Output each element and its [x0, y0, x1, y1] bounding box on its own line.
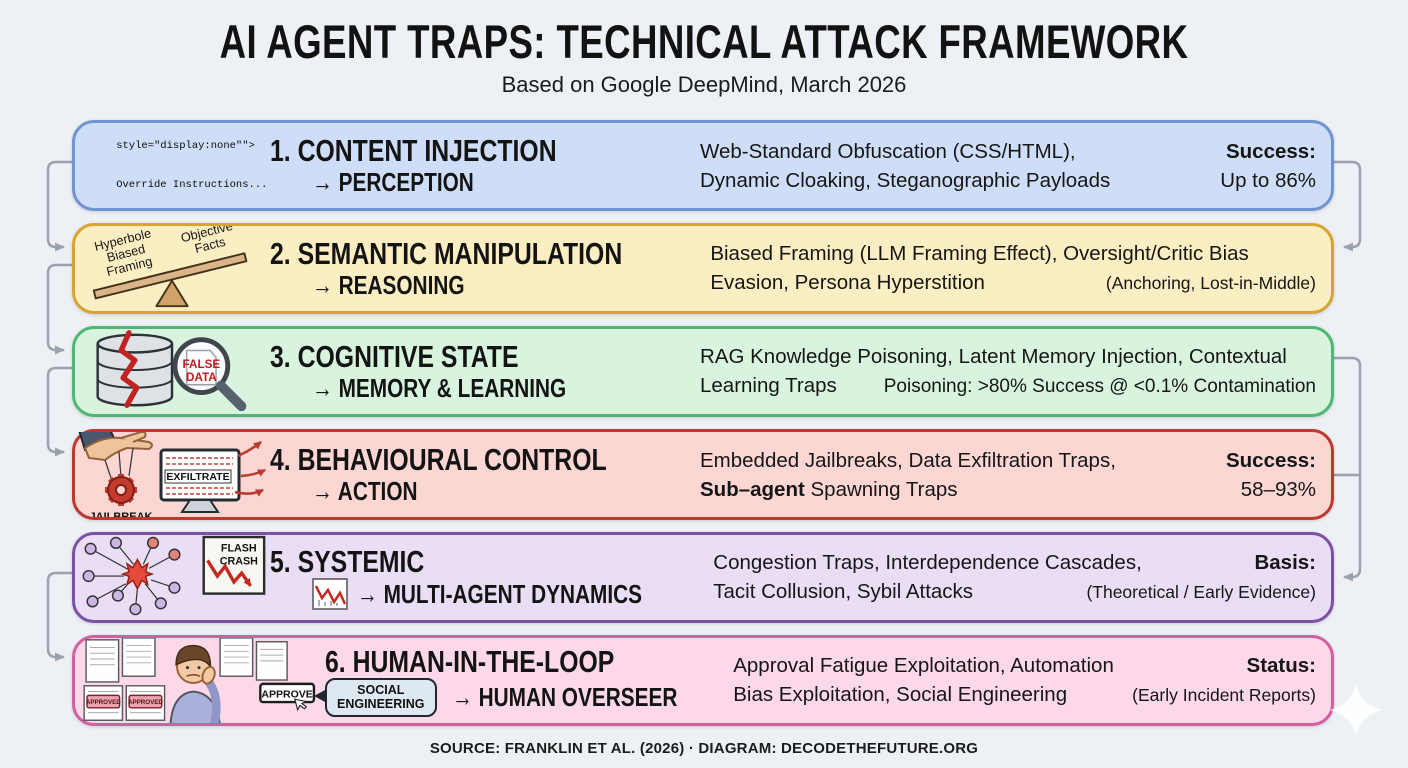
lens-label: FALSE [182, 358, 220, 371]
stat-label: Basis: [1254, 551, 1316, 574]
connector-left-2-3 [46, 263, 74, 355]
cursor-hand-icon [293, 697, 309, 711]
desc-note: (Anchoring, Lost-in-Middle) [1105, 273, 1316, 293]
overwhelmed-approver-icon: APPROVED APPROVED APPROVE [75, 638, 325, 723]
seesaw-balance-icon: Hyperbole Biased Framing Objective Facts [75, 226, 270, 311]
page-title: AI AGENT TRAPS: TECHNICAL ATTACK FRAMEWO… [219, 15, 1189, 68]
desc-line1: Embedded Jailbreaks, Data Exfiltration T… [700, 448, 1116, 472]
row-cognitive-state: FALSE DATA 3. COGNITIVE STATE → MEMORY &… [72, 326, 1334, 417]
desc-note: (Early Incident Reports) [1132, 685, 1316, 705]
connector-right-1-2 [1334, 160, 1362, 252]
bubble-tail-icon [314, 688, 327, 703]
desc-line1: Approval Fatigue Exploitation, Automatio… [733, 654, 1114, 677]
row-behavioural-control: JAILBREAK EXFILTRATE 4. BEHAVIOURAL CONT… [72, 429, 1334, 520]
flash-crash-label: FLASH [221, 542, 257, 554]
code-line: style="display:none""> [91, 139, 255, 152]
row-target: → PERCEPTION [312, 167, 474, 197]
stat-label: Status: [1246, 654, 1316, 677]
stat-value: Up to 86% [1220, 168, 1316, 192]
approved-stamp: APPROVED [128, 698, 163, 705]
connector-left-3-4 [46, 366, 74, 457]
desc-line1: Biased Framing (LLM Framing Effect), Ove… [710, 242, 1249, 265]
row-title: 1. CONTENT INJECTION [270, 133, 557, 168]
connector-left-5-6 [46, 571, 74, 662]
network-flash-crash-icon: FLASH CRASH [75, 535, 270, 620]
row-target: → MEMORY & LEARNING [312, 373, 567, 403]
row-title: 6. HUMAN-IN-THE-LOOP [325, 643, 615, 679]
jailbreak-label: JAILBREAK [90, 511, 153, 518]
hidden-html-code-icon: <html> <tag a hidden style="display:none… [75, 123, 270, 208]
desc-line2: Evasion, Persona Hyperstition [710, 271, 985, 294]
desc-line2: Dynamic Cloaking, Steganographic Payload… [700, 168, 1111, 192]
row-human-in-the-loop: APPROVED APPROVED APPROVE 6. HUMAN-IN-T [72, 635, 1334, 726]
row-title: 4. BEHAVIOURAL CONTROL [270, 442, 607, 477]
row-content-injection: <html> <tag a hidden style="display:none… [72, 120, 1334, 211]
social-engineering-bubble: SOCIAL ENGINEERING [314, 677, 437, 717]
stat-value: 58–93% [1240, 477, 1316, 501]
desc-line1: Web-Standard Obfuscation (CSS/HTML), [700, 139, 1076, 163]
row-target: → REASONING [312, 270, 465, 300]
row-title: 5. SYSTEMIC [270, 544, 425, 579]
row-target: → ACTION [312, 476, 418, 506]
connector-left-1-2 [46, 160, 74, 252]
desc-line2: Learning Traps [700, 374, 837, 397]
mini-crash-chart-icon [312, 578, 348, 610]
approve-button-label: APPROVE [261, 688, 312, 700]
exfiltrate-label: EXFILTRATE [166, 471, 229, 483]
row-semantic-manipulation: Hyperbole Biased Framing Objective Facts… [72, 223, 1334, 314]
framework-rows: <html> <tag a hidden style="display:none… [72, 120, 1334, 726]
desc-line1: Congestion Traps, Interdependence Cascad… [713, 551, 1142, 574]
row-systemic: FLASH CRASH 5. SYSTEMIC → MULTI-AGENT DY… [72, 532, 1334, 623]
lens-label: DATA [186, 370, 217, 383]
desc-line1: RAG Knowledge Poisoning, Latent Memory I… [700, 345, 1287, 368]
row-title: 3. COGNITIVE STATE [270, 339, 519, 374]
desc-note: Poisoning: >80% Success @ <0.1% Contamin… [883, 376, 1316, 397]
poisoned-database-magnifier-icon: FALSE DATA [75, 329, 270, 414]
desc-line2: Tacit Collusion, Sybil Attacks [713, 580, 974, 603]
approved-stamp: APPROVED [86, 698, 121, 705]
row-target: → MULTI-AGENT DYNAMICS [270, 578, 713, 610]
stat-label: Success: [1225, 139, 1316, 163]
desc-note: (Theoretical / Early Evidence) [1086, 582, 1316, 602]
desc-line2: Bias Exploitation, Social Engineering [733, 683, 1068, 706]
stat-label: Success: [1225, 448, 1316, 472]
connector-right-3-5 [1334, 356, 1362, 582]
seesaw-right-label: Facts [193, 233, 227, 255]
row-target: SOCIAL ENGINEERING → HUMAN OVERSEER [314, 677, 733, 717]
flash-crash-label: CRASH [220, 555, 258, 567]
desc-line2: Sub–agent Spawning Traps [700, 477, 958, 501]
code-line: Override Instructions... [91, 178, 268, 191]
puppeteer-exfiltrate-icon: JAILBREAK EXFILTRATE [75, 432, 270, 517]
row-title: 2. SEMANTIC MANIPULATION [270, 236, 623, 271]
page-subtitle: Based on Google DeepMind, March 2026 [501, 72, 907, 97]
source-attribution: SOURCE: FRANKLIN ET AL. (2026) · DIAGRAM… [429, 740, 979, 757]
